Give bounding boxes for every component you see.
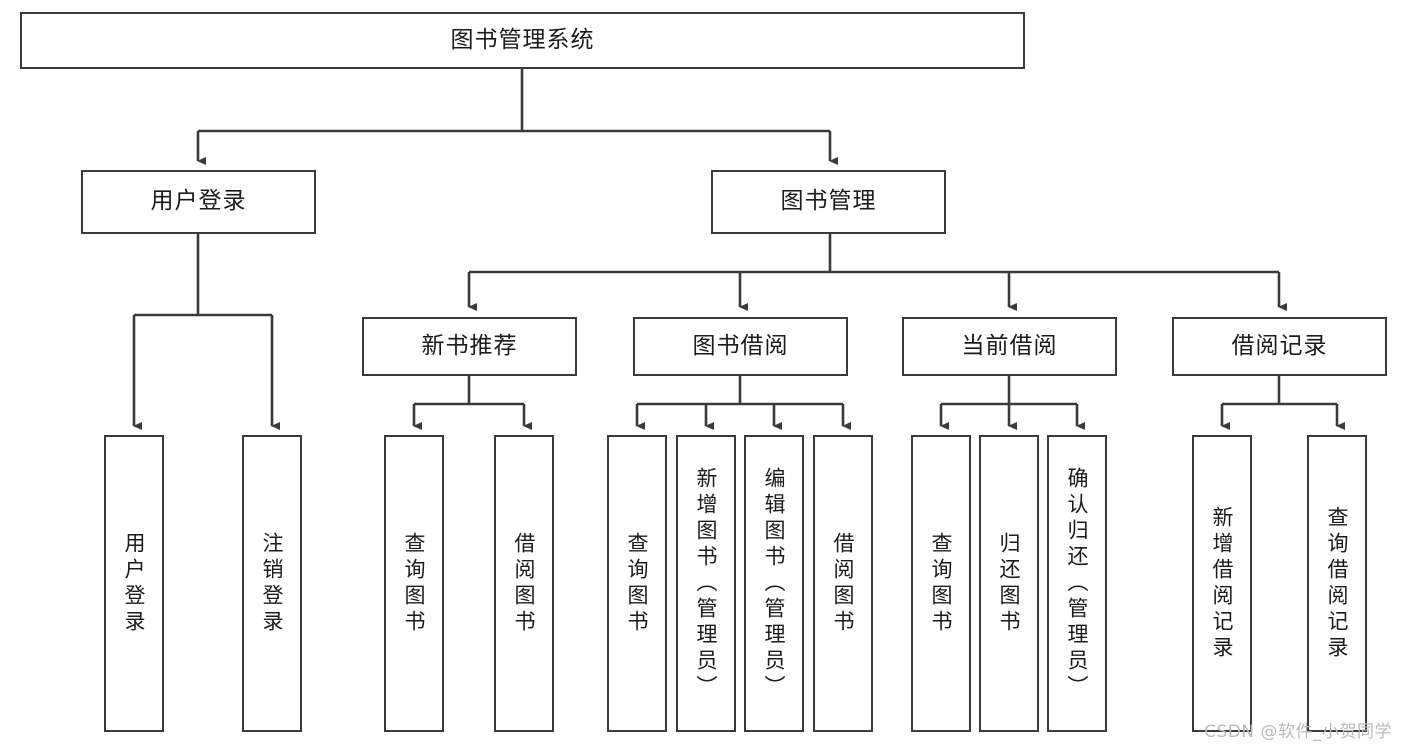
node-label: 借阅图书 bbox=[831, 531, 856, 636]
node-borrow-record[interactable]: 借阅记录 bbox=[1172, 317, 1387, 376]
leaf-return-book[interactable]: 归还图书 bbox=[979, 435, 1039, 732]
node-user-login[interactable]: 用户登录 bbox=[81, 170, 316, 234]
node-label: 借阅记录 bbox=[1231, 332, 1328, 359]
node-label: 确认归还（管理员） bbox=[1065, 466, 1090, 701]
leaf-query-book-current[interactable]: 查询图书 bbox=[911, 435, 971, 732]
leaf-query-book-new[interactable]: 查询图书 bbox=[384, 435, 444, 732]
node-label: 注销登录 bbox=[260, 531, 285, 636]
node-new-book-recommend[interactable]: 新书推荐 bbox=[362, 317, 577, 376]
leaf-query-book-borrow[interactable]: 查询图书 bbox=[607, 435, 667, 732]
node-label: 当前借阅 bbox=[961, 332, 1058, 359]
leaf-user-login[interactable]: 用户登录 bbox=[104, 435, 164, 732]
leaf-confirm-return-admin[interactable]: 确认归还（管理员） bbox=[1047, 435, 1107, 732]
leaf-user-logout[interactable]: 注销登录 bbox=[242, 435, 302, 732]
node-label: 查询借阅记录 bbox=[1325, 505, 1350, 662]
leaf-query-borrow-record[interactable]: 查询借阅记录 bbox=[1307, 435, 1367, 732]
node-book-management[interactable]: 图书管理 bbox=[711, 170, 946, 234]
node-current-borrow[interactable]: 当前借阅 bbox=[902, 317, 1117, 376]
node-label: 用户登录 bbox=[150, 188, 247, 215]
node-label: 借阅图书 bbox=[512, 531, 537, 636]
node-label: 查询图书 bbox=[929, 531, 954, 636]
node-label: 图书管理系统 bbox=[450, 26, 595, 53]
leaf-borrow-book-new[interactable]: 借阅图书 bbox=[494, 435, 554, 732]
leaf-edit-book-admin[interactable]: 编辑图书（管理员） bbox=[744, 435, 804, 732]
node-label: 用户登录 bbox=[122, 531, 147, 636]
node-label: 编辑图书（管理员） bbox=[762, 466, 787, 701]
node-label: 图书管理 bbox=[780, 188, 877, 215]
node-label: 新书推荐 bbox=[421, 332, 518, 359]
leaf-add-book-admin[interactable]: 新增图书（管理员） bbox=[676, 435, 736, 732]
node-book-borrow[interactable]: 图书借阅 bbox=[633, 317, 848, 376]
watermark-text: CSDN @软件_小贺同学 bbox=[1204, 722, 1392, 742]
node-label: 新增图书（管理员） bbox=[694, 466, 719, 701]
node-label: 归还图书 bbox=[997, 531, 1022, 636]
leaf-borrow-book[interactable]: 借阅图书 bbox=[813, 435, 873, 732]
node-label: 图书借阅 bbox=[692, 332, 789, 359]
node-root-system[interactable]: 图书管理系统 bbox=[20, 12, 1025, 69]
node-label: 查询图书 bbox=[402, 531, 427, 636]
leaf-add-borrow-record[interactable]: 新增借阅记录 bbox=[1192, 435, 1252, 732]
node-label: 查询图书 bbox=[625, 531, 650, 636]
node-label: 新增借阅记录 bbox=[1210, 505, 1235, 662]
